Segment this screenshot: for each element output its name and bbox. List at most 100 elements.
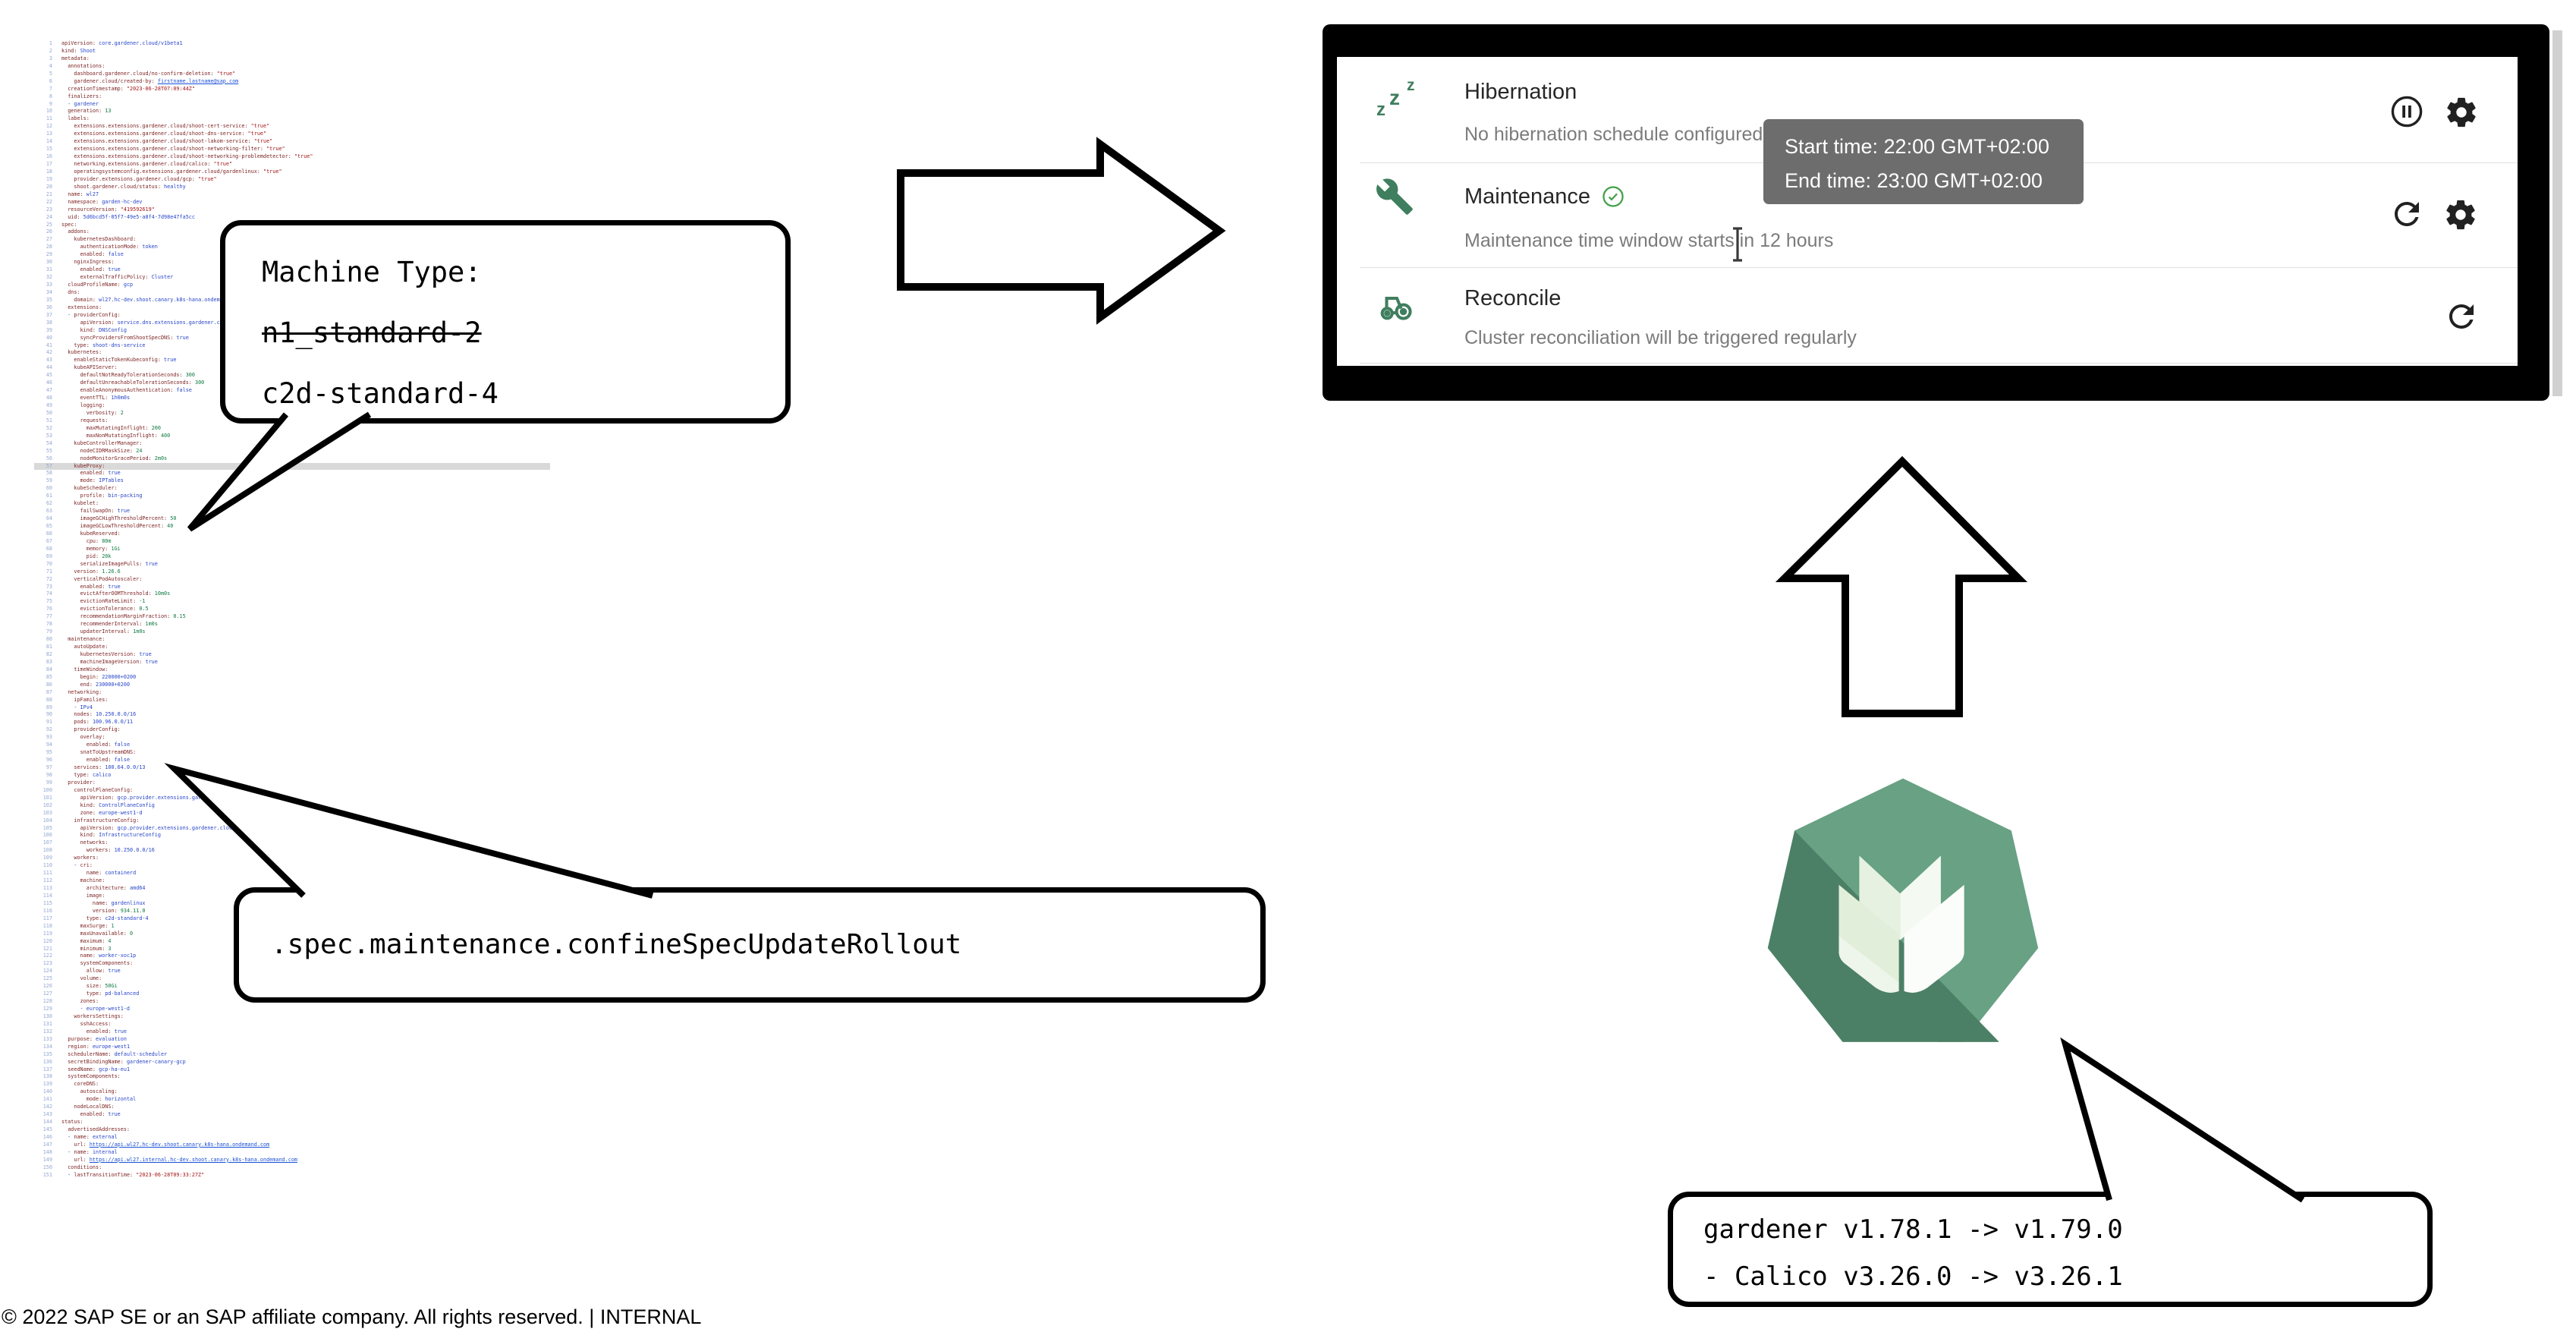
code-line: 19 provider.extensions.gardener.cloud/gc… [46,175,217,182]
hibernation-settings-button[interactable] [2444,95,2480,131]
code-line: 99 provider: [46,779,96,786]
machine-type-old: n1_standard-2 [262,317,482,349]
maintenance-subtitle: Maintenance time window starts in 12 hou… [1464,230,1834,251]
code-line: 115 name: gardenlinux [42,899,146,906]
code-line: 54 kubeControllerManager: [46,439,143,446]
code-line: 29 enabled: false [46,251,124,258]
code-line: 132 enabled: true [42,1028,127,1035]
code-line: 18 operatingsystemconfig.extensions.gard… [46,168,282,175]
code-line: 87 networking: [46,688,102,695]
panel-scrollbar[interactable] [2552,30,2562,396]
code-line: 110 - cri: [42,862,93,869]
versions-callout: gardener v1.78.1 -> v1.79.0 - Calico v3.… [1668,1192,2433,1307]
code-line: 50 verbosity: 2 [46,409,124,416]
code-line: 45 defaultNotReadyTolerationSeconds: 300 [46,372,195,379]
code-line: 102 kind: ControlPlaneConfig [42,801,155,808]
code-line: 20 shoot.gardener.cloud/status: healthy [46,183,186,190]
code-line: 77 recommendationMarginFraction: 0.15 [46,613,186,620]
spec-path-text: .spec.maintenance.confineSpecUpdateRollo… [271,929,962,960]
code-line: 46 defaultUnreachableTolerationSeconds: … [46,379,205,386]
code-line: 34 dns: [46,288,80,295]
code-line: 39 kind: DNSConfig [46,326,127,333]
code-line: 98 type: calico [46,771,112,778]
arrow-up [1775,455,2028,717]
code-line: 14 extensions.extensions.gardener.cloud/… [46,138,273,145]
code-line: 112 machine: [42,877,105,884]
trigger-maintenance-button[interactable] [2389,196,2425,232]
code-line: 83 machineImageVersion: true [46,658,158,665]
code-line: 123 systemComponents: [42,960,134,967]
code-line: 106 kind: InfrastructureConfig [42,832,161,839]
code-line: 91 pods: 100.96.0.0/11 [46,719,134,726]
code-line: 88 ipFamilies: [46,696,109,703]
code-line: 74 evictAfterOOMThreshold: 10m0s [46,590,171,597]
code-line: 105 apiVersion: gcp.provider.extensions.… [42,824,263,831]
gardener-logo [1757,768,2049,1066]
code-line: 44 kubeAPIServer: [46,364,118,371]
code-line: 30 nginxIngress: [46,259,115,266]
pause-circle-icon [2391,96,2423,128]
gear-icon [2446,200,2475,230]
code-line: 101 apiVersion: gcp.provider.extensions.… [42,794,263,801]
code-line: 28 authenticationMode: token [46,244,158,250]
code-line: 111 name: containerd [42,870,137,877]
code-line: 120 maximum: 4 [42,937,112,944]
refresh-icon [2449,304,2474,329]
code-line: 63 failSwapOn: true [46,508,131,515]
code-line: 11 labels: [46,115,90,122]
code-line: 137 seedName: gcp-ha-eu1 [42,1066,131,1072]
trigger-reconcile-button[interactable] [2443,298,2480,335]
code-line: 26 addons: [46,228,90,235]
code-line: 84 timeWindow: [46,666,109,672]
code-line: 57 kubeProxy: [34,462,550,471]
row-divider [1360,267,2518,268]
code-line: 125 volume: [42,975,102,982]
code-line: 124 allow: true [42,968,121,975]
code-line: 64 imageGCHighThresholdPercent: 50 [46,515,177,522]
slide-footer: © 2022 SAP SE or an SAP affiliate compan… [2,1305,702,1328]
code-line: 56 nodeMonitorGracePeriod: 2m0s [46,455,168,461]
code-line: 95 snatToUpstreamDNS: [46,749,137,756]
code-line: 113 architecture: amd64 [42,885,146,891]
gear-icon [2447,97,2476,128]
code-line: 100 controlPlaneConfig: [42,786,134,793]
code-line: 38 apiVersion: service.dns.extensions.ga… [46,319,260,326]
code-line: 79 updaterInterval: 1m0s [46,628,146,635]
code-line: 61 profile: bin-packing [46,493,143,499]
code-line: 58 enabled: true [46,470,121,477]
code-line: 130 workersSettings: [42,1012,124,1019]
machine-type-callout: Machine Type: n1_standard-2 c2d-standard… [220,220,791,424]
code-line: 36 extensions: [46,304,102,310]
code-line: 128 zones: [42,998,99,1005]
code-line: 109 workers: [42,855,99,861]
code-line: 67 cpu: 80m [46,537,112,544]
reconcile-subtitle: Cluster reconciliation will be triggered… [1464,327,1857,348]
wrench-icon [1375,177,1414,220]
code-line: 116 version: 934.11.0 [42,907,146,914]
reconcile-title: Reconcile [1464,286,1562,310]
code-line: 97 services: 100.64.0.0/13 [46,764,146,770]
maintenance-title: Maintenance [1464,184,1625,209]
code-line: 142 nodeLocalDNS: [42,1104,115,1110]
code-line: 82 kubernetesVersion: true [46,650,152,657]
code-line: 93 overlay: [46,734,105,741]
code-line: 52 maxMutatingInflight: 200 [46,424,161,431]
code-line: 42 kubernetes: [46,349,102,356]
hibernation-subtitle: No hibernation schedule configured [1464,124,1763,145]
code-line: 127 type: pd-balanced [42,990,140,997]
code-line: 72 verticalPodAutoscaler: [46,575,143,582]
code-line: 13 extensions.extensions.gardener.cloud/… [46,131,267,137]
code-line: 92 providerConfig: [46,726,121,733]
arrow-right [897,137,1226,325]
code-line: 73 enabled: true [46,583,121,590]
pause-hibernation-button[interactable] [2389,93,2425,130]
refresh-icon [2395,202,2419,226]
code-line: 78 recommenderInterval: 1m0s [46,621,158,628]
maintenance-settings-button[interactable] [2443,197,2480,234]
code-line: 59 mode: IPTables [46,477,124,484]
code-line: 32 externalTrafficPolicy: Cluster [46,274,174,281]
